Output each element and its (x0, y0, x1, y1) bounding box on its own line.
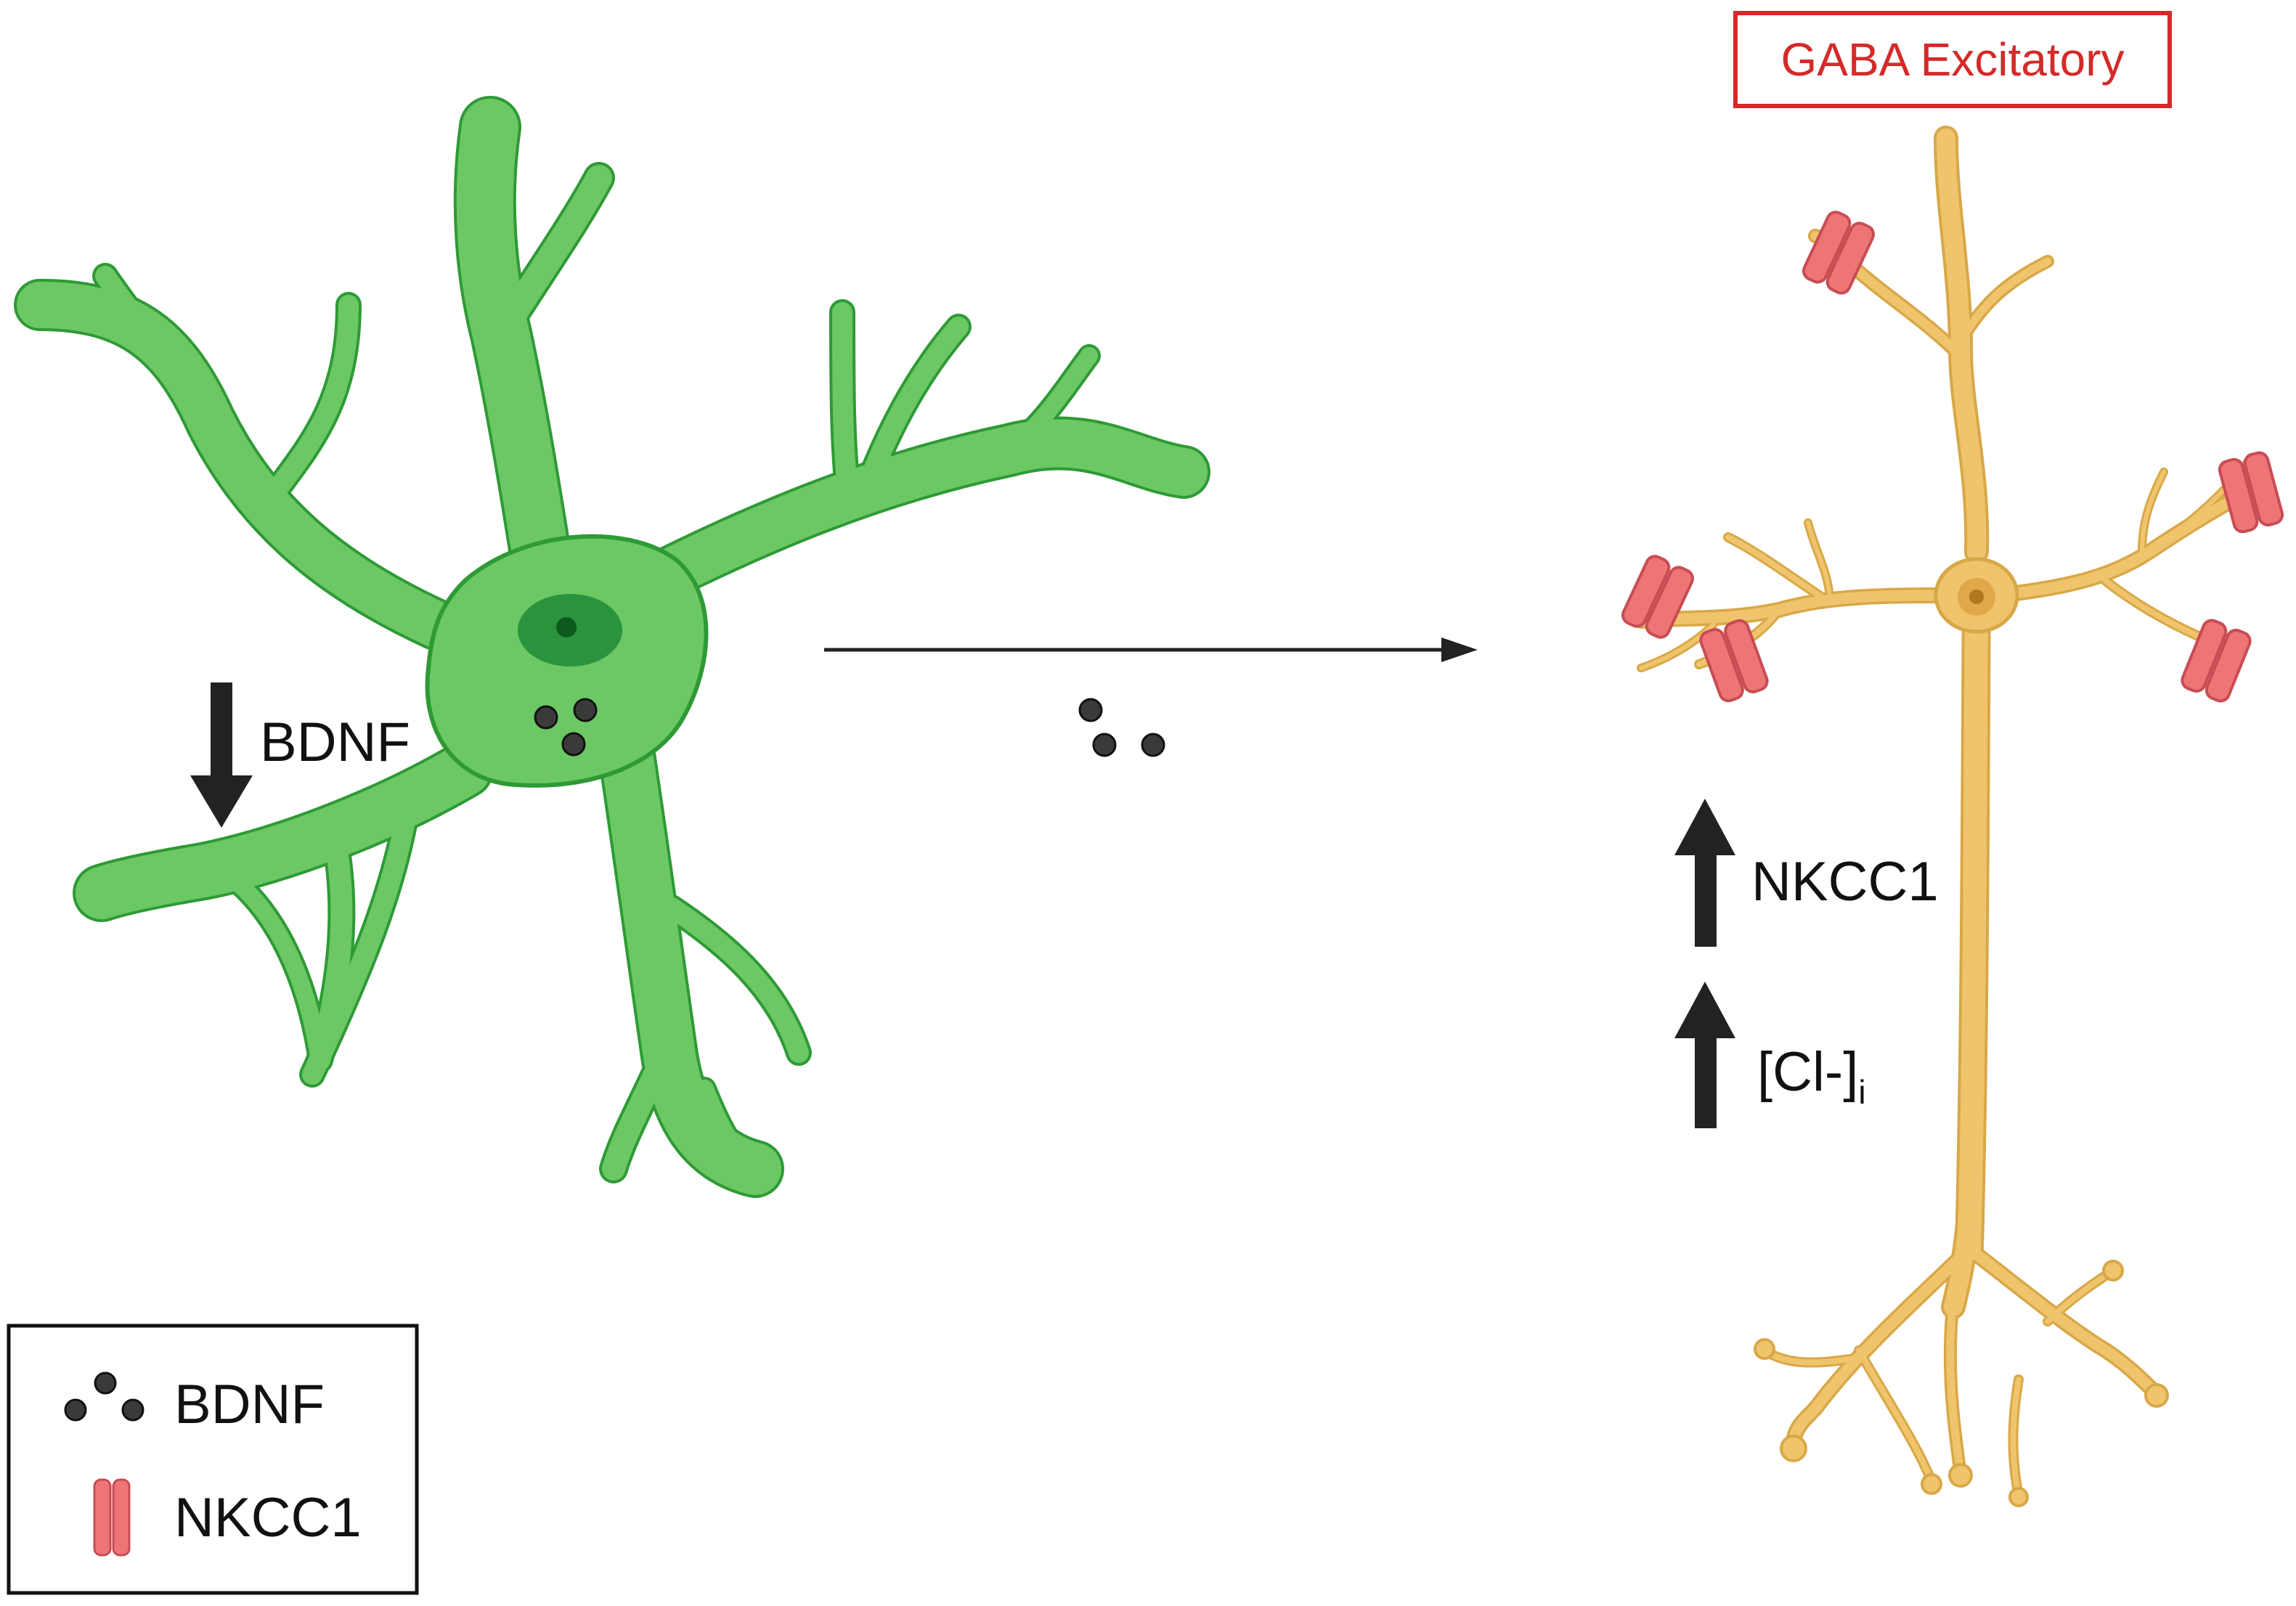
chloride-up-arrow (1674, 982, 1735, 1128)
bdnf-astrocyte-label: BDNF (260, 712, 410, 773)
released-bdnf-dots (1078, 698, 1165, 757)
chloride-label-subscript: i (1858, 1073, 1865, 1111)
legend: BDNF NKCC1 (7, 1324, 419, 1595)
astrocyte-nucleolus (556, 617, 577, 637)
gaba-excitatory-badge: GABA Excitatory (1733, 11, 2172, 108)
astrocyte (14, 96, 1210, 1198)
bdnf-down-arrow (190, 682, 253, 828)
chloride-label-main: [Cl-] (1757, 1041, 1858, 1103)
astrocyte-bdnf-dots (534, 698, 598, 757)
gaba-excitatory-text: GABA Excitatory (1780, 33, 2124, 86)
nkcc1-channel (1802, 211, 1875, 295)
nkcc1-channel (1621, 555, 1694, 639)
nkcc1-channel (2218, 451, 2284, 534)
neuron-nucleolus (1969, 590, 1984, 604)
dendrite-spine-knobs (1754, 1260, 2169, 1507)
legend-nkcc1-label: NKCC1 (174, 1487, 362, 1549)
legend-box (7, 1324, 419, 1595)
nkcc1-up-arrow (1674, 799, 1735, 947)
legend-bdnf-label: BDNF (174, 1374, 325, 1435)
neuron-dendrites (1633, 126, 2266, 1501)
bdnf-dots-icon (64, 1371, 144, 1422)
secretion-arrow (824, 637, 1478, 662)
neuron (1633, 126, 2266, 1507)
nkcc1-channels (1621, 211, 2284, 703)
astrocyte-processes (14, 96, 1210, 1198)
nkcc1-channel (1699, 619, 1769, 703)
nkcc1-channel-icon (93, 1478, 131, 1557)
nkcc1-channel (2181, 619, 2252, 703)
nkcc1-increase-label: NKCC1 (1751, 851, 1939, 913)
chloride-increase-label: [Cl-]i (1757, 1041, 1866, 1111)
